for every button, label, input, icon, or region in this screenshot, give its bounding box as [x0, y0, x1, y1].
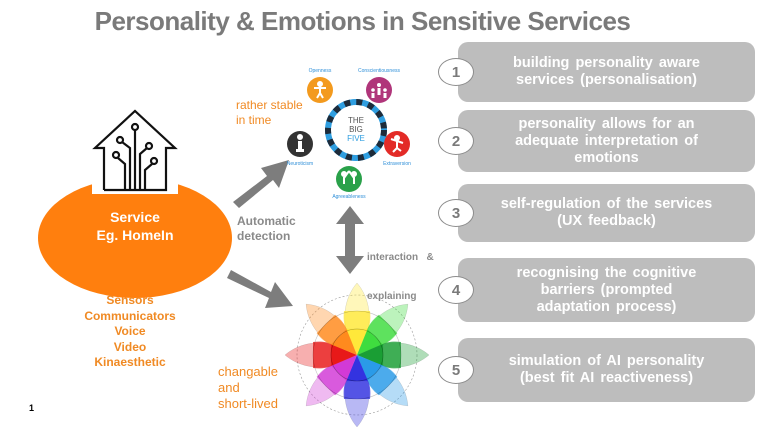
smart-house-icon-box — [92, 108, 178, 194]
emotion-wheel-inner-ring — [330, 328, 384, 382]
jumping-person-icon — [390, 135, 404, 153]
page-number: 1 — [29, 403, 35, 413]
point-text-line: adequate interpretation of — [515, 132, 698, 149]
big-five-diagram: THE BIG FIVE Openness Conscientiousness … — [287, 68, 411, 200]
point-text-line: adaptation process) — [536, 298, 677, 315]
emotion-petal-anger — [284, 341, 357, 369]
big-five-center-line2: BIG — [349, 125, 363, 134]
emotion-wheel-outer-ring — [296, 294, 418, 416]
channel-item: Voice — [114, 324, 146, 338]
point-text-line: (UX feedback) — [557, 213, 656, 229]
point-text-line: personality allows for an — [518, 115, 695, 132]
interaction-line1: interaction & — [367, 252, 434, 263]
point-number-badge: 5 — [438, 356, 474, 384]
point-number-badge: 1 — [438, 58, 474, 86]
trait-label-neuroticism: Neuroticism — [287, 161, 313, 167]
agreeableness-icon — [336, 166, 362, 192]
service-label-line1: Service — [110, 209, 160, 225]
arrow-up-right-icon — [233, 160, 289, 208]
point-box-5: simulation of AI personality(best fit AI… — [458, 338, 755, 402]
point-text-line: barriers (prompted — [540, 281, 673, 298]
trait-label-conscientiousness: Conscientiousness — [358, 68, 400, 74]
point-text-line: emotions — [574, 149, 639, 166]
point-text-line: recognising the cognitive — [516, 264, 697, 281]
channel-item: Video — [113, 339, 147, 354]
channel-item: Sensors — [106, 293, 154, 307]
smart-house-icon — [92, 109, 178, 192]
point-number-badge: 4 — [438, 276, 474, 304]
point-text-line: (best fit AI reactiveness) — [519, 370, 694, 386]
emotion-petal-anticipation — [305, 303, 357, 355]
channel-item: Communicators — [84, 308, 176, 323]
point-text-line: simulation of AI personality — [508, 353, 705, 369]
stressed-person-icon — [296, 134, 304, 152]
point-box-3: self-regulation of the services(UX feedb… — [458, 184, 755, 242]
changeable-line1: changable — [218, 364, 278, 379]
service-label: Service Eg. HomeIn — [38, 208, 232, 244]
service-label-line2: Eg. HomeIn — [96, 227, 174, 243]
channel-item: Kinaesthetic — [94, 355, 166, 369]
point-number-badge: 2 — [438, 127, 474, 155]
point-text-line: services (personalisation) — [516, 72, 697, 88]
automatic-line1: Automatic — [237, 214, 296, 228]
big-five-center-line1: THE — [348, 116, 364, 125]
stable-label-line2: in time — [236, 113, 272, 127]
point-number-badge: 3 — [438, 199, 474, 227]
big-five-helix-ring — [325, 99, 387, 161]
trait-label-extraversion: Extraversion — [383, 161, 411, 167]
stable-label-line1: rather stable — [236, 98, 303, 112]
trait-label-openness: Openness — [309, 68, 332, 74]
interaction-label: interaction & explaining — [367, 225, 434, 316]
emotion-petal-joy — [343, 282, 371, 355]
service-ellipse — [38, 178, 232, 298]
emotion-petal-disgust — [305, 355, 357, 407]
automatic-detection-label: Automatic detection — [237, 214, 296, 244]
stable-label: rather stable in time — [236, 98, 303, 128]
big-five-center-line3: FIVE — [347, 134, 365, 143]
changeable-line3: short-lived — [218, 396, 278, 411]
emotion-wheel-diagram — [284, 282, 430, 428]
changeable-line2: and — [218, 380, 240, 395]
point-text: self-regulation of the services(UX feedb… — [501, 196, 712, 230]
point-text-line: building personality aware — [513, 55, 700, 71]
emotion-petal-fear — [357, 341, 430, 369]
changeable-label: changable and short-lived — [218, 364, 278, 412]
arrow-down-right-icon — [227, 270, 293, 308]
interaction-line2: explaining — [367, 291, 417, 302]
trait-label-agreeableness: Agreeableness — [332, 194, 366, 200]
high-five-icon — [341, 170, 357, 184]
slide-title: Personality & Emotions in Sensitive Serv… — [94, 6, 631, 36]
group-icon — [371, 83, 387, 98]
emotion-petal-surprise — [357, 355, 409, 407]
emotion-petal-sadness — [343, 355, 371, 428]
point-text-line: self-regulation of the services — [500, 196, 713, 212]
point-text: simulation of AI personality(best fit AI… — [509, 353, 705, 387]
automatic-line2: detection — [237, 229, 291, 243]
emotion-petal-trust — [357, 303, 409, 355]
emotion-wheel-mid-ring — [312, 310, 402, 400]
person-icon — [314, 81, 326, 99]
channels-list: Sensors Communicators Voice Video Kinaes… — [70, 293, 190, 371]
double-arrow-vertical-icon — [336, 206, 364, 274]
